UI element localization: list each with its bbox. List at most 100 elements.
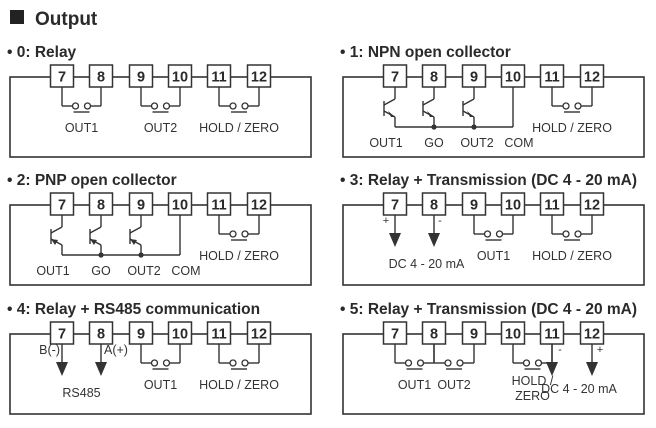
relay-label: HOLD / ZERO <box>532 121 612 135</box>
relay-label: OUT1 <box>144 378 177 392</box>
output-arrow-icon: + <box>383 215 401 247</box>
relay-contact: OUT1 <box>140 344 181 392</box>
wire <box>50 226 63 234</box>
panel-frame <box>9 333 312 415</box>
junction-dot-icon <box>98 252 104 258</box>
output-label: DC 4 - 20 mA <box>541 382 617 396</box>
pnp-transistor-icon <box>50 215 63 255</box>
terminal-number: 7 <box>58 70 66 86</box>
relay-label: HOLD / ZERO <box>199 249 279 263</box>
relay-contact: OUT2 <box>433 344 475 392</box>
contact-circle-icon <box>522 359 531 367</box>
panel-title: • 0: Relay <box>7 44 77 61</box>
output-arrow-icon: B(-) <box>39 343 68 376</box>
relay-label: ZERO <box>515 389 550 403</box>
emitter-arrow-icon <box>130 239 137 245</box>
terminal-number: 10 <box>172 327 188 343</box>
junction-dot-icon <box>431 124 437 130</box>
contact-circle-icon <box>71 102 80 110</box>
terminal-number: 8 <box>97 198 105 214</box>
contact-circle-icon <box>241 359 249 367</box>
relay-label: OUT1 <box>398 378 431 392</box>
terminal-number: 12 <box>251 327 267 343</box>
terminal-number: 9 <box>470 70 478 86</box>
panel-title: • 2: PNP open collector <box>7 172 177 189</box>
terminal-number: 9 <box>137 70 145 86</box>
contact-circle-icon <box>444 359 452 367</box>
relay-label: HOLD / ZERO <box>199 121 279 135</box>
terminal-number: 8 <box>430 70 438 86</box>
wire <box>89 226 102 234</box>
panel-frame <box>342 204 645 286</box>
relay-label: OUT1 <box>65 121 98 135</box>
emitter-arrow-icon <box>90 239 97 245</box>
terminal-number: 11 <box>544 327 559 343</box>
arrow-head-icon <box>428 233 440 247</box>
polarity-label: - <box>438 215 442 227</box>
contact-circle-icon <box>495 230 504 238</box>
contact-circle-icon <box>229 230 237 238</box>
polarity-label: + <box>597 344 603 356</box>
contact-circle-icon <box>162 359 171 367</box>
npn-transistor-icon <box>383 87 396 127</box>
output-arrow-icon: - <box>428 215 442 247</box>
panel-frame <box>9 204 312 286</box>
terminal-number: 8 <box>97 327 105 343</box>
terminal-number: 11 <box>211 198 226 214</box>
contact-circle-icon <box>483 230 492 238</box>
terminal-number: 9 <box>470 198 478 214</box>
arrow-head-icon <box>546 362 558 376</box>
terminal-number: 7 <box>58 327 66 343</box>
polarity-label: + <box>383 215 389 227</box>
contact-circle-icon <box>416 359 425 367</box>
output-label: RS485 <box>62 386 100 400</box>
wire <box>462 98 475 106</box>
transistor-label: COM <box>171 264 200 278</box>
transistor-label: OUT1 <box>369 136 402 150</box>
emitter-arrow-icon <box>388 111 395 117</box>
relay-contact: OUT1 <box>473 215 514 263</box>
relay-label: HOLD / ZERO <box>199 378 279 392</box>
transistor-label: OUT2 <box>127 264 160 278</box>
terminal-number: 9 <box>470 327 478 343</box>
panel-frame <box>342 76 645 158</box>
npn-transistor-icon <box>462 87 475 127</box>
panel-frame <box>9 76 312 158</box>
relay-label: HOLD / <box>512 374 554 388</box>
panel-title: • 1: NPN open collector <box>340 44 511 61</box>
terminal-number: 10 <box>172 70 188 86</box>
contact-circle-icon <box>456 359 464 367</box>
terminal-number: 7 <box>58 198 66 214</box>
panel-title: • 5: Relay + Transmission (DC 4 - 20 mA) <box>340 301 637 318</box>
polarity-label: A(+) <box>104 343 128 357</box>
contact-circle-icon <box>404 359 413 367</box>
panel-mode-3: • 3: Relay + Transmission (DC 4 - 20 mA)… <box>340 172 645 286</box>
terminal-number: 8 <box>430 198 438 214</box>
contact-circle-icon <box>241 230 249 238</box>
junction-dot-icon <box>471 124 477 130</box>
output-arrow-icon: A(+) <box>95 343 128 376</box>
contact-circle-icon <box>229 102 237 110</box>
contact-circle-icon <box>562 102 570 110</box>
transistor-label: OUT2 <box>460 136 493 150</box>
relay-contact: OUT2 <box>140 87 181 135</box>
relay-contact: HOLD /ZERO <box>512 344 554 403</box>
relay-contact: HOLD / ZERO <box>532 87 612 135</box>
relay-label: OUT2 <box>144 121 177 135</box>
contact-circle-icon <box>241 102 249 110</box>
contact-circle-icon <box>83 102 92 110</box>
npn-transistor-icon <box>422 87 435 127</box>
terminal-number: 12 <box>251 198 267 214</box>
contact-circle-icon <box>162 102 171 110</box>
emitter-arrow-icon <box>467 111 474 117</box>
wire <box>129 226 142 234</box>
relay-label: OUT1 <box>477 249 510 263</box>
contact-circle-icon <box>562 230 570 238</box>
transistor-label: GO <box>91 264 111 278</box>
transistor-label: COM <box>504 136 533 150</box>
panel-title: • 3: Relay + Transmission (DC 4 - 20 mA) <box>340 172 637 189</box>
wire <box>422 98 435 106</box>
